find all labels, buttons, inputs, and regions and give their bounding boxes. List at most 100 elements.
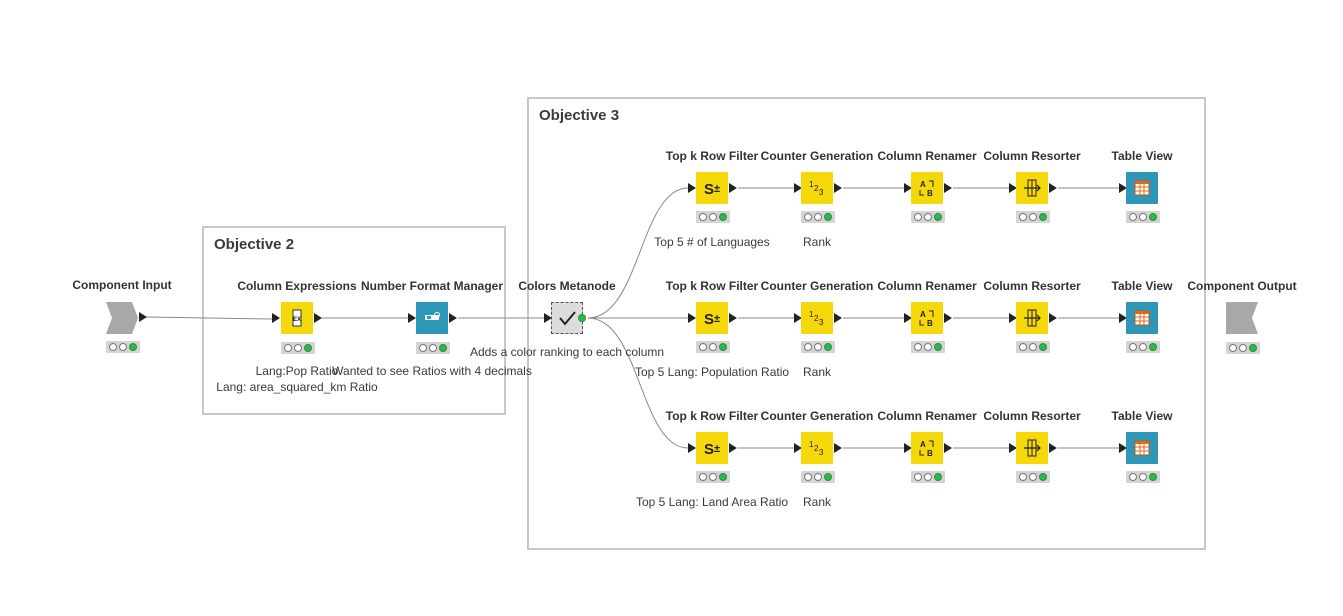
output-port[interactable]	[1049, 313, 1057, 323]
input-port[interactable]	[1009, 313, 1017, 323]
output-port[interactable]	[944, 183, 952, 193]
node-title-counter-generation: Counter Generation	[760, 279, 874, 293]
output-port[interactable]	[449, 313, 457, 323]
node-status-traffic-light	[696, 341, 730, 353]
column-renamer-node[interactable]: A B	[911, 432, 943, 464]
node-title-component-input: Component Input	[72, 278, 172, 292]
node-annotation: Top 5 # of Languages	[654, 235, 770, 249]
component-input-icon	[106, 302, 138, 334]
input-port[interactable]	[794, 313, 802, 323]
counter-generation-node[interactable]: 1 2 3	[801, 432, 833, 464]
node-annotation: Adds a color ranking to each column	[470, 344, 664, 360]
svg-text:A: A	[920, 180, 926, 189]
column-renamer-icon: A B	[919, 310, 934, 328]
svg-text:B: B	[927, 189, 933, 198]
node-title-column-resorter: Column Resorter	[983, 149, 1081, 163]
column-resorter-node[interactable]	[1016, 302, 1048, 334]
input-port[interactable]	[794, 443, 802, 453]
component-input-node[interactable]	[106, 302, 140, 334]
column-resorter-node[interactable]	[1016, 172, 1048, 204]
node-status-traffic-light	[801, 341, 835, 353]
svg-text:1: 1	[809, 440, 814, 449]
svg-text:S: S	[704, 311, 714, 328]
svg-text:3: 3	[819, 318, 824, 327]
output-port[interactable]	[729, 183, 737, 193]
node-title-component-output: Component Output	[1187, 279, 1297, 293]
node-status-traffic-light	[1126, 341, 1160, 353]
output-port[interactable]	[1049, 443, 1057, 453]
node-status-traffic-light	[106, 341, 140, 353]
counter-generation-node[interactable]: 1 2 3	[801, 302, 833, 334]
top-k-row-filter-node[interactable]: S ±	[696, 302, 728, 334]
node-title-counter-generation: Counter Generation	[760, 409, 874, 423]
input-port[interactable]	[904, 443, 912, 453]
svg-text:±: ±	[714, 183, 720, 195]
input-port[interactable]	[904, 313, 912, 323]
input-port[interactable]	[688, 313, 696, 323]
connection-wire	[587, 187, 689, 319]
table-view-node[interactable]	[1126, 302, 1158, 334]
node-status-traffic-light	[281, 342, 315, 354]
column-expressions-node[interactable]: EX	[281, 302, 313, 334]
number-format-manager-node[interactable]	[416, 302, 448, 334]
output-port[interactable]	[834, 313, 842, 323]
node-title-colors-metanode: Colors Metanode	[518, 279, 616, 293]
table-view-node[interactable]	[1126, 172, 1158, 204]
input-port[interactable]	[1119, 183, 1127, 193]
svg-text:1: 1	[809, 310, 814, 319]
output-port[interactable]	[944, 313, 952, 323]
top-k-row-filter-node[interactable]: S ±	[696, 172, 728, 204]
input-port[interactable]	[408, 313, 416, 323]
input-port[interactable]	[272, 313, 280, 323]
counter-icon: 1 2 3	[809, 440, 824, 457]
column-renamer-icon: A B	[919, 440, 934, 458]
svg-text:B: B	[927, 449, 933, 458]
input-port[interactable]	[1119, 313, 1127, 323]
output-port[interactable]	[834, 443, 842, 453]
node-status-traffic-light	[911, 471, 945, 483]
table-view-icon	[1134, 440, 1150, 456]
annotation-title: Objective 2	[214, 236, 295, 253]
svg-text:1: 1	[809, 180, 814, 189]
input-port[interactable]	[1119, 443, 1127, 453]
node-title-counter-generation: Counter Generation	[760, 149, 874, 163]
output-port[interactable]	[834, 183, 842, 193]
top-k-row-filter-node[interactable]: S ±	[696, 432, 728, 464]
output-port[interactable]	[729, 313, 737, 323]
input-port[interactable]	[1009, 443, 1017, 453]
column-resorter-node[interactable]	[1016, 432, 1048, 464]
connection-wire	[587, 317, 689, 449]
metanode-output-port[interactable]	[578, 314, 586, 322]
node-annotation: Wanted to see Ratios with 4 decimals	[332, 363, 532, 379]
top-k-filter-icon: S ±	[704, 441, 720, 458]
input-port[interactable]	[794, 183, 802, 193]
input-port[interactable]	[904, 183, 912, 193]
output-port[interactable]	[1049, 183, 1057, 193]
table-view-node[interactable]	[1126, 432, 1158, 464]
input-port[interactable]	[688, 183, 696, 193]
output-port[interactable]	[314, 313, 322, 323]
annotation-objective-3[interactable]: Objective 3	[527, 97, 1206, 550]
node-title-table-view: Table View	[1111, 279, 1173, 293]
column-renamer-icon: A B	[919, 180, 934, 198]
node-title-table-view: Table View	[1111, 409, 1173, 423]
output-port[interactable]	[729, 443, 737, 453]
colors-metanode-node[interactable]	[551, 302, 583, 334]
counter-generation-node[interactable]: 1 2 3	[801, 172, 833, 204]
output-port[interactable]	[139, 312, 147, 322]
input-port[interactable]	[544, 313, 552, 323]
column-renamer-node[interactable]: A B	[911, 302, 943, 334]
component-output-icon	[1226, 302, 1258, 334]
node-status-traffic-light	[911, 341, 945, 353]
node-annotation-line: Wanted to see Ratios with 4 decimals	[332, 364, 532, 378]
svg-text:±: ±	[714, 443, 720, 455]
check-icon	[559, 311, 576, 326]
component-output-node[interactable]	[1226, 302, 1258, 334]
output-port[interactable]	[944, 443, 952, 453]
input-port[interactable]	[1009, 183, 1017, 193]
annotation-objective-2[interactable]: Objective 2	[202, 226, 506, 415]
input-port[interactable]	[688, 443, 696, 453]
column-renamer-node[interactable]: A B	[911, 172, 943, 204]
node-status-traffic-light	[696, 471, 730, 483]
